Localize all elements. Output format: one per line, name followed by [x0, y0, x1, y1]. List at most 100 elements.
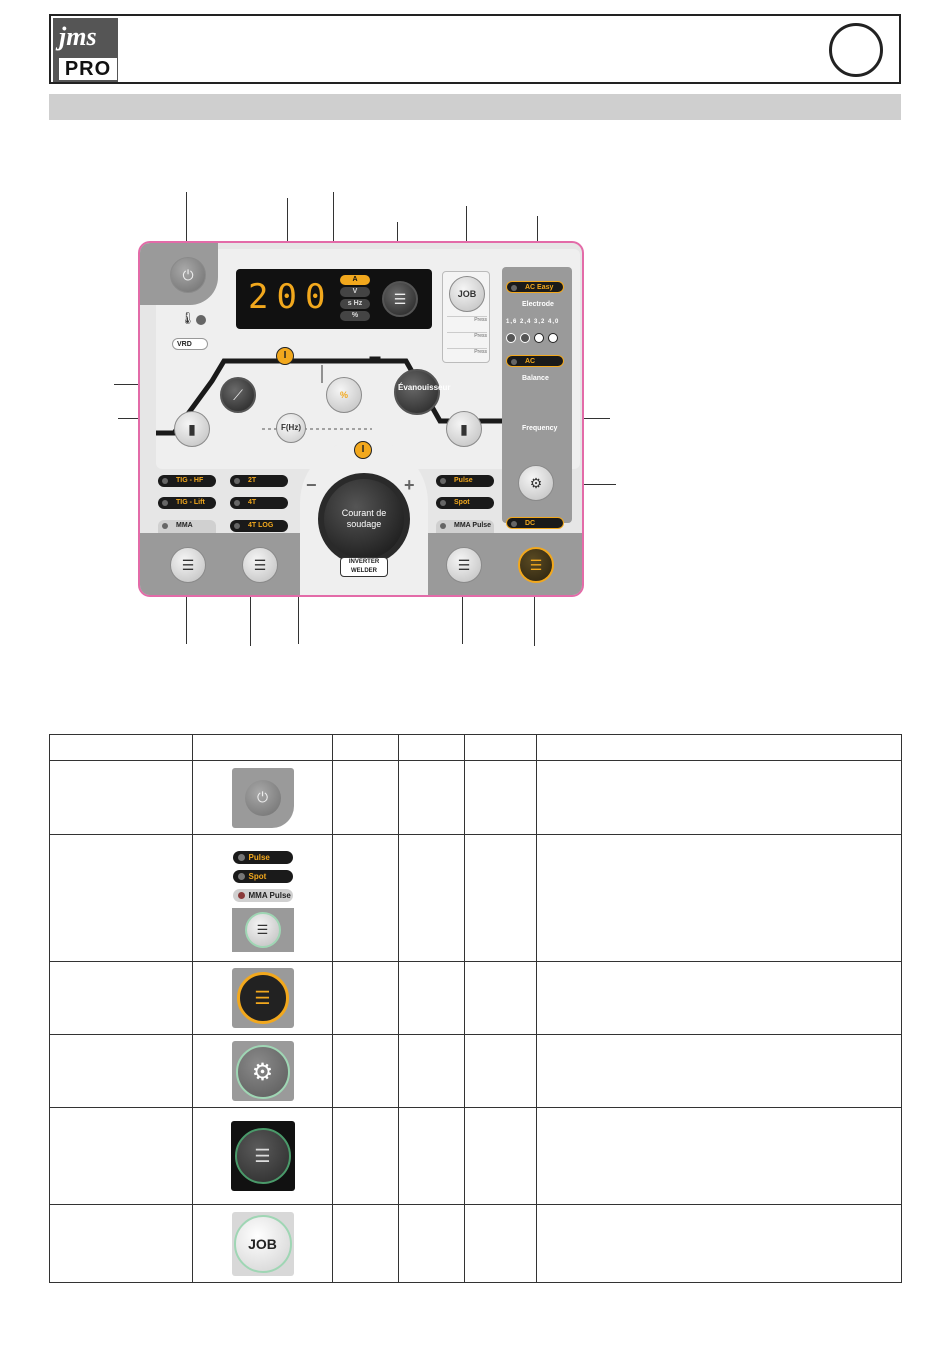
- table-row: ⏻: [49, 760, 902, 835]
- welding-current-knob[interactable]: Courant de soudage: [318, 473, 410, 565]
- trigger-4t: 4T: [230, 497, 288, 509]
- spot-pill: Spot: [232, 869, 293, 883]
- fhz-label: F(Hz): [281, 423, 301, 432]
- process-menu-button[interactable]: ☰: [170, 547, 206, 583]
- mode-pulse: Pulse: [436, 475, 494, 487]
- press-label: Press: [447, 332, 487, 339]
- electrode-leds: [506, 333, 558, 343]
- upslope-button[interactable]: ⟋: [220, 377, 256, 413]
- menu-list-icon: ☰: [253, 556, 267, 573]
- balance-label: Balance: [522, 375, 549, 382]
- controls-table: ⏻ Pulse Spot MMA Pulse ☰ ☰ ⚙ ☰ JOB: [49, 734, 902, 1283]
- torch-icon: ▮: [188, 420, 196, 437]
- acdc-menu-button[interactable]: ☰: [518, 547, 554, 583]
- electrode-label: Electrode: [522, 301, 554, 308]
- settings-gear-button[interactable]: ⚙: [518, 465, 554, 501]
- menu-list-icon: ☰: [244, 911, 281, 948]
- unit-amps: A: [340, 275, 370, 285]
- power-icon: ⏻: [182, 266, 194, 283]
- job-button[interactable]: JOB: [449, 276, 485, 312]
- table-row: ⚙: [49, 1034, 902, 1108]
- plus-sign: +: [404, 475, 415, 495]
- ac-settings-column: AC Easy Electrode 1,6 2,4 3,2 4,0 AC Bal…: [502, 267, 572, 529]
- minus-sign: −: [306, 475, 317, 495]
- unit-indicators: A V s Hz %: [340, 275, 370, 323]
- display-menu-button[interactable]: ☰: [382, 281, 418, 317]
- job-tile: JOB: [231, 1211, 294, 1276]
- menu-list-icon: ☰: [181, 556, 195, 573]
- torch-icon: ▮: [460, 420, 468, 437]
- frequency-label: Frequency: [522, 425, 558, 432]
- display-value: 200: [248, 277, 334, 317]
- power-button[interactable]: ⏻: [170, 257, 206, 293]
- slope-icon: ⟋: [233, 386, 243, 403]
- job-label: JOB: [457, 289, 477, 299]
- thermal-led: [196, 315, 206, 325]
- control-panel: ⏻ 🌡 VRD 200 A V s Hz % ☰ JOB Press Press…: [138, 241, 584, 597]
- callout-line: [534, 584, 535, 646]
- job-box: JOB Press Press Press: [442, 271, 490, 363]
- mode-tig-lift: TIG - Lift: [158, 497, 216, 509]
- callout-line: [462, 584, 463, 644]
- inverter-badge: INVERTER WELDER: [340, 557, 388, 577]
- knob-current-badge: I: [354, 441, 372, 459]
- knob-label: Courant de soudage: [341, 508, 387, 529]
- vrd-label: VRD: [177, 341, 192, 348]
- unit-seconds-hz: s Hz: [340, 299, 370, 309]
- callout-line: [466, 206, 467, 270]
- digital-display: 200 A V s Hz % ☰: [236, 269, 432, 329]
- callout-line: [287, 198, 288, 270]
- pregas-button[interactable]: ▮: [174, 411, 210, 447]
- mma-pulse-pill: MMA Pulse: [232, 888, 293, 902]
- current-badge: I: [276, 347, 294, 365]
- language-circle: [829, 23, 883, 77]
- menu-list-icon: ☰: [457, 556, 471, 573]
- menu-list-icon: ☰: [234, 1128, 291, 1184]
- callout-line: [186, 192, 187, 244]
- pulse-pill: Pulse: [232, 850, 293, 864]
- table-header-row: [49, 734, 902, 761]
- table-row: ☰: [49, 961, 902, 1035]
- pct-label: %: [339, 390, 348, 400]
- logo-bottom-text: PRO: [59, 58, 117, 80]
- table-row: Pulse Spot MMA Pulse ☰: [49, 834, 902, 962]
- brand-logo: jms PRO: [53, 18, 118, 82]
- downslope-label: Évanouisseur: [398, 383, 451, 392]
- mode-ac: AC: [506, 355, 564, 367]
- table-row: ☰: [49, 1107, 902, 1205]
- job-label: JOB: [233, 1214, 292, 1273]
- trigger-menu-button[interactable]: ☰: [242, 547, 278, 583]
- trigger-2t: 2T: [230, 475, 288, 487]
- callout-line: [554, 484, 616, 485]
- mode-spot: Spot: [436, 497, 494, 509]
- acdc-menu-tile: ☰: [231, 968, 294, 1028]
- menu-list-icon: ☰: [529, 556, 543, 573]
- trigger-4tlog: 4T LOG: [230, 520, 288, 532]
- gear-icon: ⚙: [529, 474, 543, 491]
- mode-tig-hf: TIG - HF: [158, 475, 216, 487]
- pulse-menu-button[interactable]: ☰: [446, 547, 482, 583]
- gear-tile: ⚙: [231, 1041, 294, 1101]
- press-label: Press: [447, 316, 487, 323]
- pulse-menu-tile: ☰: [231, 907, 294, 952]
- frequency-button[interactable]: F(Hz): [276, 413, 306, 443]
- power-tile: ⏻: [231, 767, 294, 828]
- postgas-button[interactable]: ▮: [446, 411, 482, 447]
- mode-ac-easy: AC Easy: [506, 281, 564, 293]
- mode-dc: DC: [506, 517, 564, 529]
- pulse-ratio-button[interactable]: %: [326, 377, 362, 413]
- unit-percent: %: [340, 311, 370, 321]
- menu-list-icon: ☰: [236, 972, 289, 1024]
- unit-volts: V: [340, 287, 370, 297]
- gear-icon: ⚙: [235, 1045, 290, 1099]
- section-title-bar: [49, 94, 901, 120]
- cycle-curve: [156, 356, 502, 436]
- table-row: JOB: [49, 1204, 902, 1283]
- vrd-indicator: VRD: [172, 338, 208, 350]
- thermometer-icon: 🌡: [180, 311, 196, 325]
- display-menu-tile: ☰: [230, 1121, 295, 1191]
- electrode-size-2: 2,4: [520, 319, 532, 325]
- electrode-size-4: 4,0: [548, 319, 560, 325]
- callout-line: [186, 584, 187, 644]
- downslope-knob[interactable]: [394, 369, 440, 415]
